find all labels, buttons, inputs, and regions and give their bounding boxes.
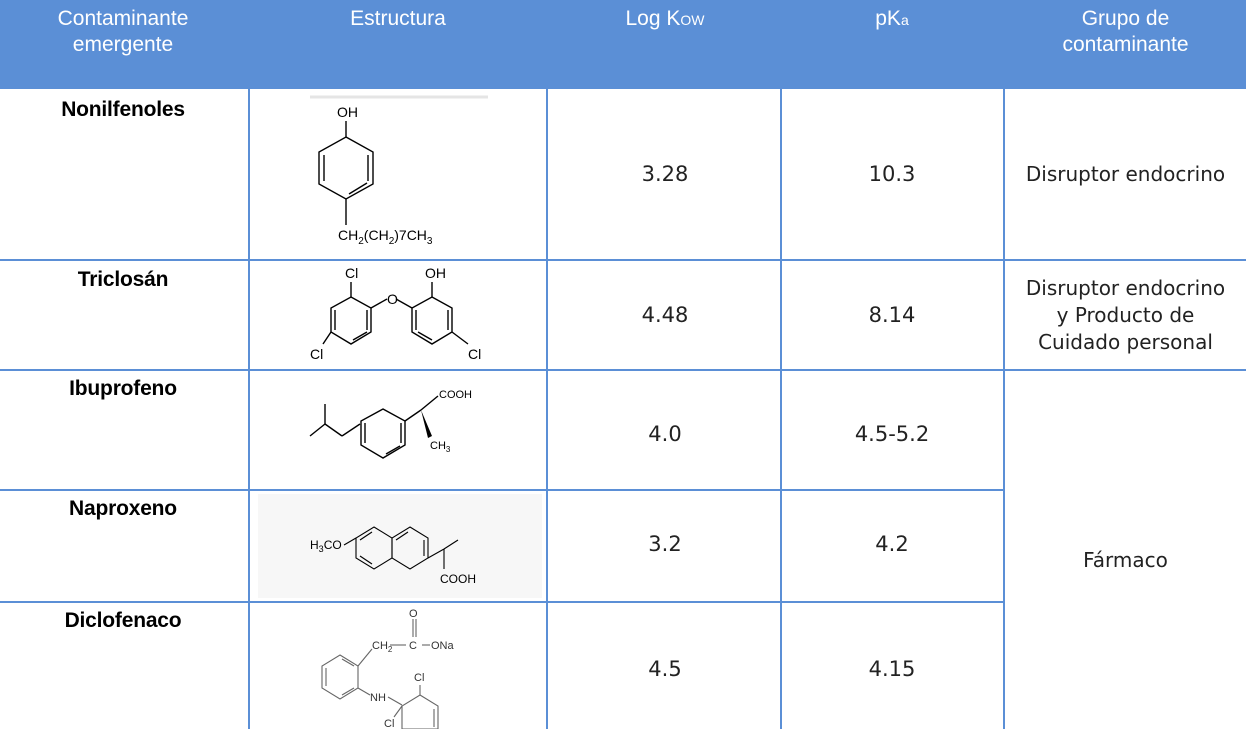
row-3-cooh-label: COOH [439,389,472,401]
header-grupo-line2: contaminante [1062,33,1189,56]
row-2-log-kow: 4.48 [641,303,689,327]
header-estructura: Estructura [250,0,546,89]
row-3-log-kow: 4.0 [648,422,682,446]
grid-hline-1 [0,259,1246,261]
grid-hline-2 [0,369,1246,371]
row-4-h3co-label: H3CO [310,538,342,554]
row-2-cl-left-label: Cl [310,346,323,362]
row-5-log-kow: 4.5 [648,657,682,681]
row-5-cl1-label: Cl [414,672,424,684]
grid-hline-3 [0,489,1003,491]
row-2-pka: 8.14 [868,303,916,327]
row-5-o-label: O [409,608,418,620]
row-5-pka: 4.15 [868,657,916,681]
row-5-name: Diclofenaco [64,609,182,632]
row-3-name: Ibuprofeno [69,377,177,400]
row-4-name: Naproxeno [69,497,177,520]
row-3-pka: 4.5-5.2 [854,422,930,446]
row-2-group-line1: Disruptor endocrino [1025,276,1226,300]
header-contaminante-line2: emergente [72,33,174,56]
grid-vline-1 [248,89,250,729]
row-1-oh-label: OH [337,104,358,120]
row-2-group: Disruptor endocrino y Producto de Cuidad… [1005,275,1246,356]
grid-hline-4 [0,601,1003,603]
grid-vline-4 [1003,89,1005,729]
row-2-o-label: O [387,291,398,307]
row-2-oh-label: OH [425,265,446,281]
header-grupo-line1: Grupo de [1081,7,1170,30]
row-5-structure: O CH2 C ONa Cl NH Cl [321,608,455,729]
header-log-kow: Log KOW [550,0,780,89]
grid-vline-2 [546,89,548,729]
header-estructura-label: Estructura [350,7,446,30]
row-1-group-line1: Disruptor endocrino [1025,162,1226,186]
header-log-kow-main: Log K [625,7,681,30]
header-grupo: Grupo de contaminante [1005,0,1246,89]
table-header: Contaminante emergente Estructura Log KO… [0,0,1246,89]
header-pka: pKa [782,0,1002,89]
row-1-name: Nonilfenoles [61,98,185,121]
row-1-chain-label: CH2(CH2)7CH3 [338,227,433,247]
row-2-cl-right-label: Cl [468,346,481,362]
header-log-kow-sub: OW [680,12,705,28]
row-4-log-kow: 3.2 [648,532,682,556]
merged-group-farmaco: Fármaco [1083,548,1168,572]
header-contaminante-line1: Contaminante [57,7,189,30]
row-4-pka: 4.2 [875,532,909,556]
header-pka-main: pK [875,7,901,30]
header-pka-sub: a [900,12,909,28]
row-5-ch2-label: CH2 [372,640,393,654]
row-5-nh-label: NH [370,692,386,704]
row-1-group: Disruptor endocrino [1005,161,1246,188]
row-1-log-kow: 3.28 [641,162,689,186]
row-1-pka: 10.3 [868,162,916,186]
row-1-structure: OH CH2(CH2)7CH3 [310,95,488,247]
row-3-ch3-label: CH3 [430,440,451,454]
row-5-ona-label: ONa [431,640,455,652]
row-5-c-label: C [409,640,417,652]
row-4-structure: H3CO COOH [258,494,542,598]
header-contaminante: Contaminante emergente [0,0,246,89]
row-4-cooh-label: COOH [440,572,476,586]
row-5-cl2-label: Cl [384,718,394,729]
row-2-name: Triclosán [77,268,169,291]
row-2-structure: Cl O OH Cl Cl [310,265,481,362]
row-2-group-line3: Cuidado personal [1038,330,1213,354]
row-3-structure: COOH CH3 [309,389,472,459]
row-2-group-line2: y Producto de [1056,303,1195,327]
grid-vline-3 [780,89,782,729]
row-2-cl-top-label: Cl [345,265,358,281]
